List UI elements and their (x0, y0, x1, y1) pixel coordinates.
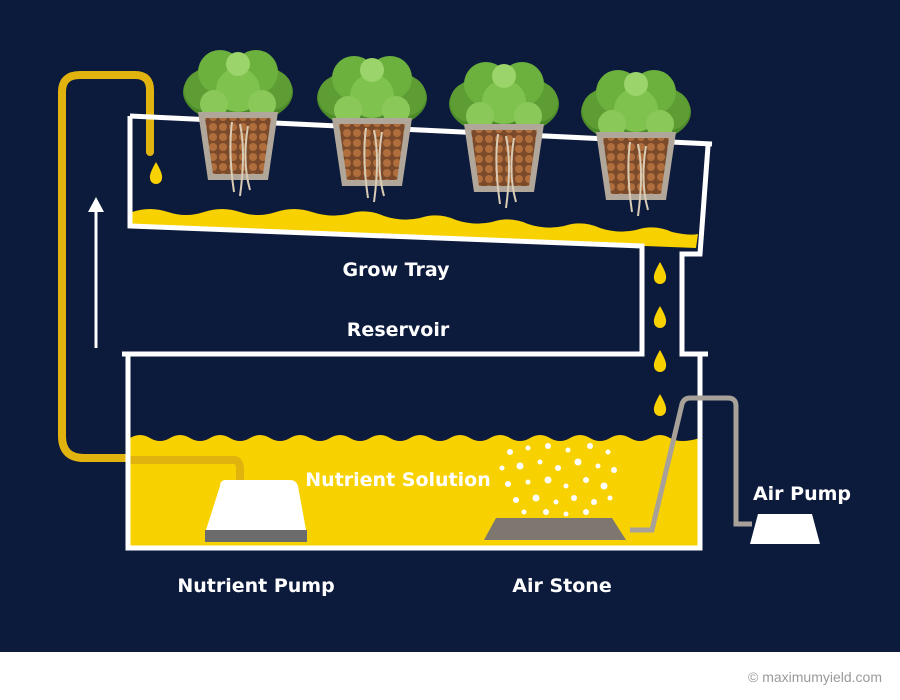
nutrient-pump (205, 480, 307, 542)
air-bubbles (499, 443, 617, 517)
air-pump (750, 514, 820, 544)
air-line (630, 395, 752, 533)
nutrient-solution-label: Nutrient Solution (305, 469, 490, 491)
reservoir-label: Reservoir (347, 319, 450, 341)
grow-tray-label: Grow Tray (342, 259, 450, 281)
air-stone (484, 518, 626, 540)
credit-text: © maximumyield.com (748, 669, 882, 685)
air-pump-label: Air Pump (753, 483, 851, 505)
pump-hose (130, 456, 244, 492)
nutrient-pump-label: Nutrient Pump (177, 575, 334, 597)
tray-reservoir-frame (125, 116, 711, 551)
tray-solution (132, 209, 698, 248)
background (0, 0, 900, 652)
flow-up-arrow-icon (88, 197, 104, 348)
air-stone-label: Air Stone (512, 575, 611, 597)
